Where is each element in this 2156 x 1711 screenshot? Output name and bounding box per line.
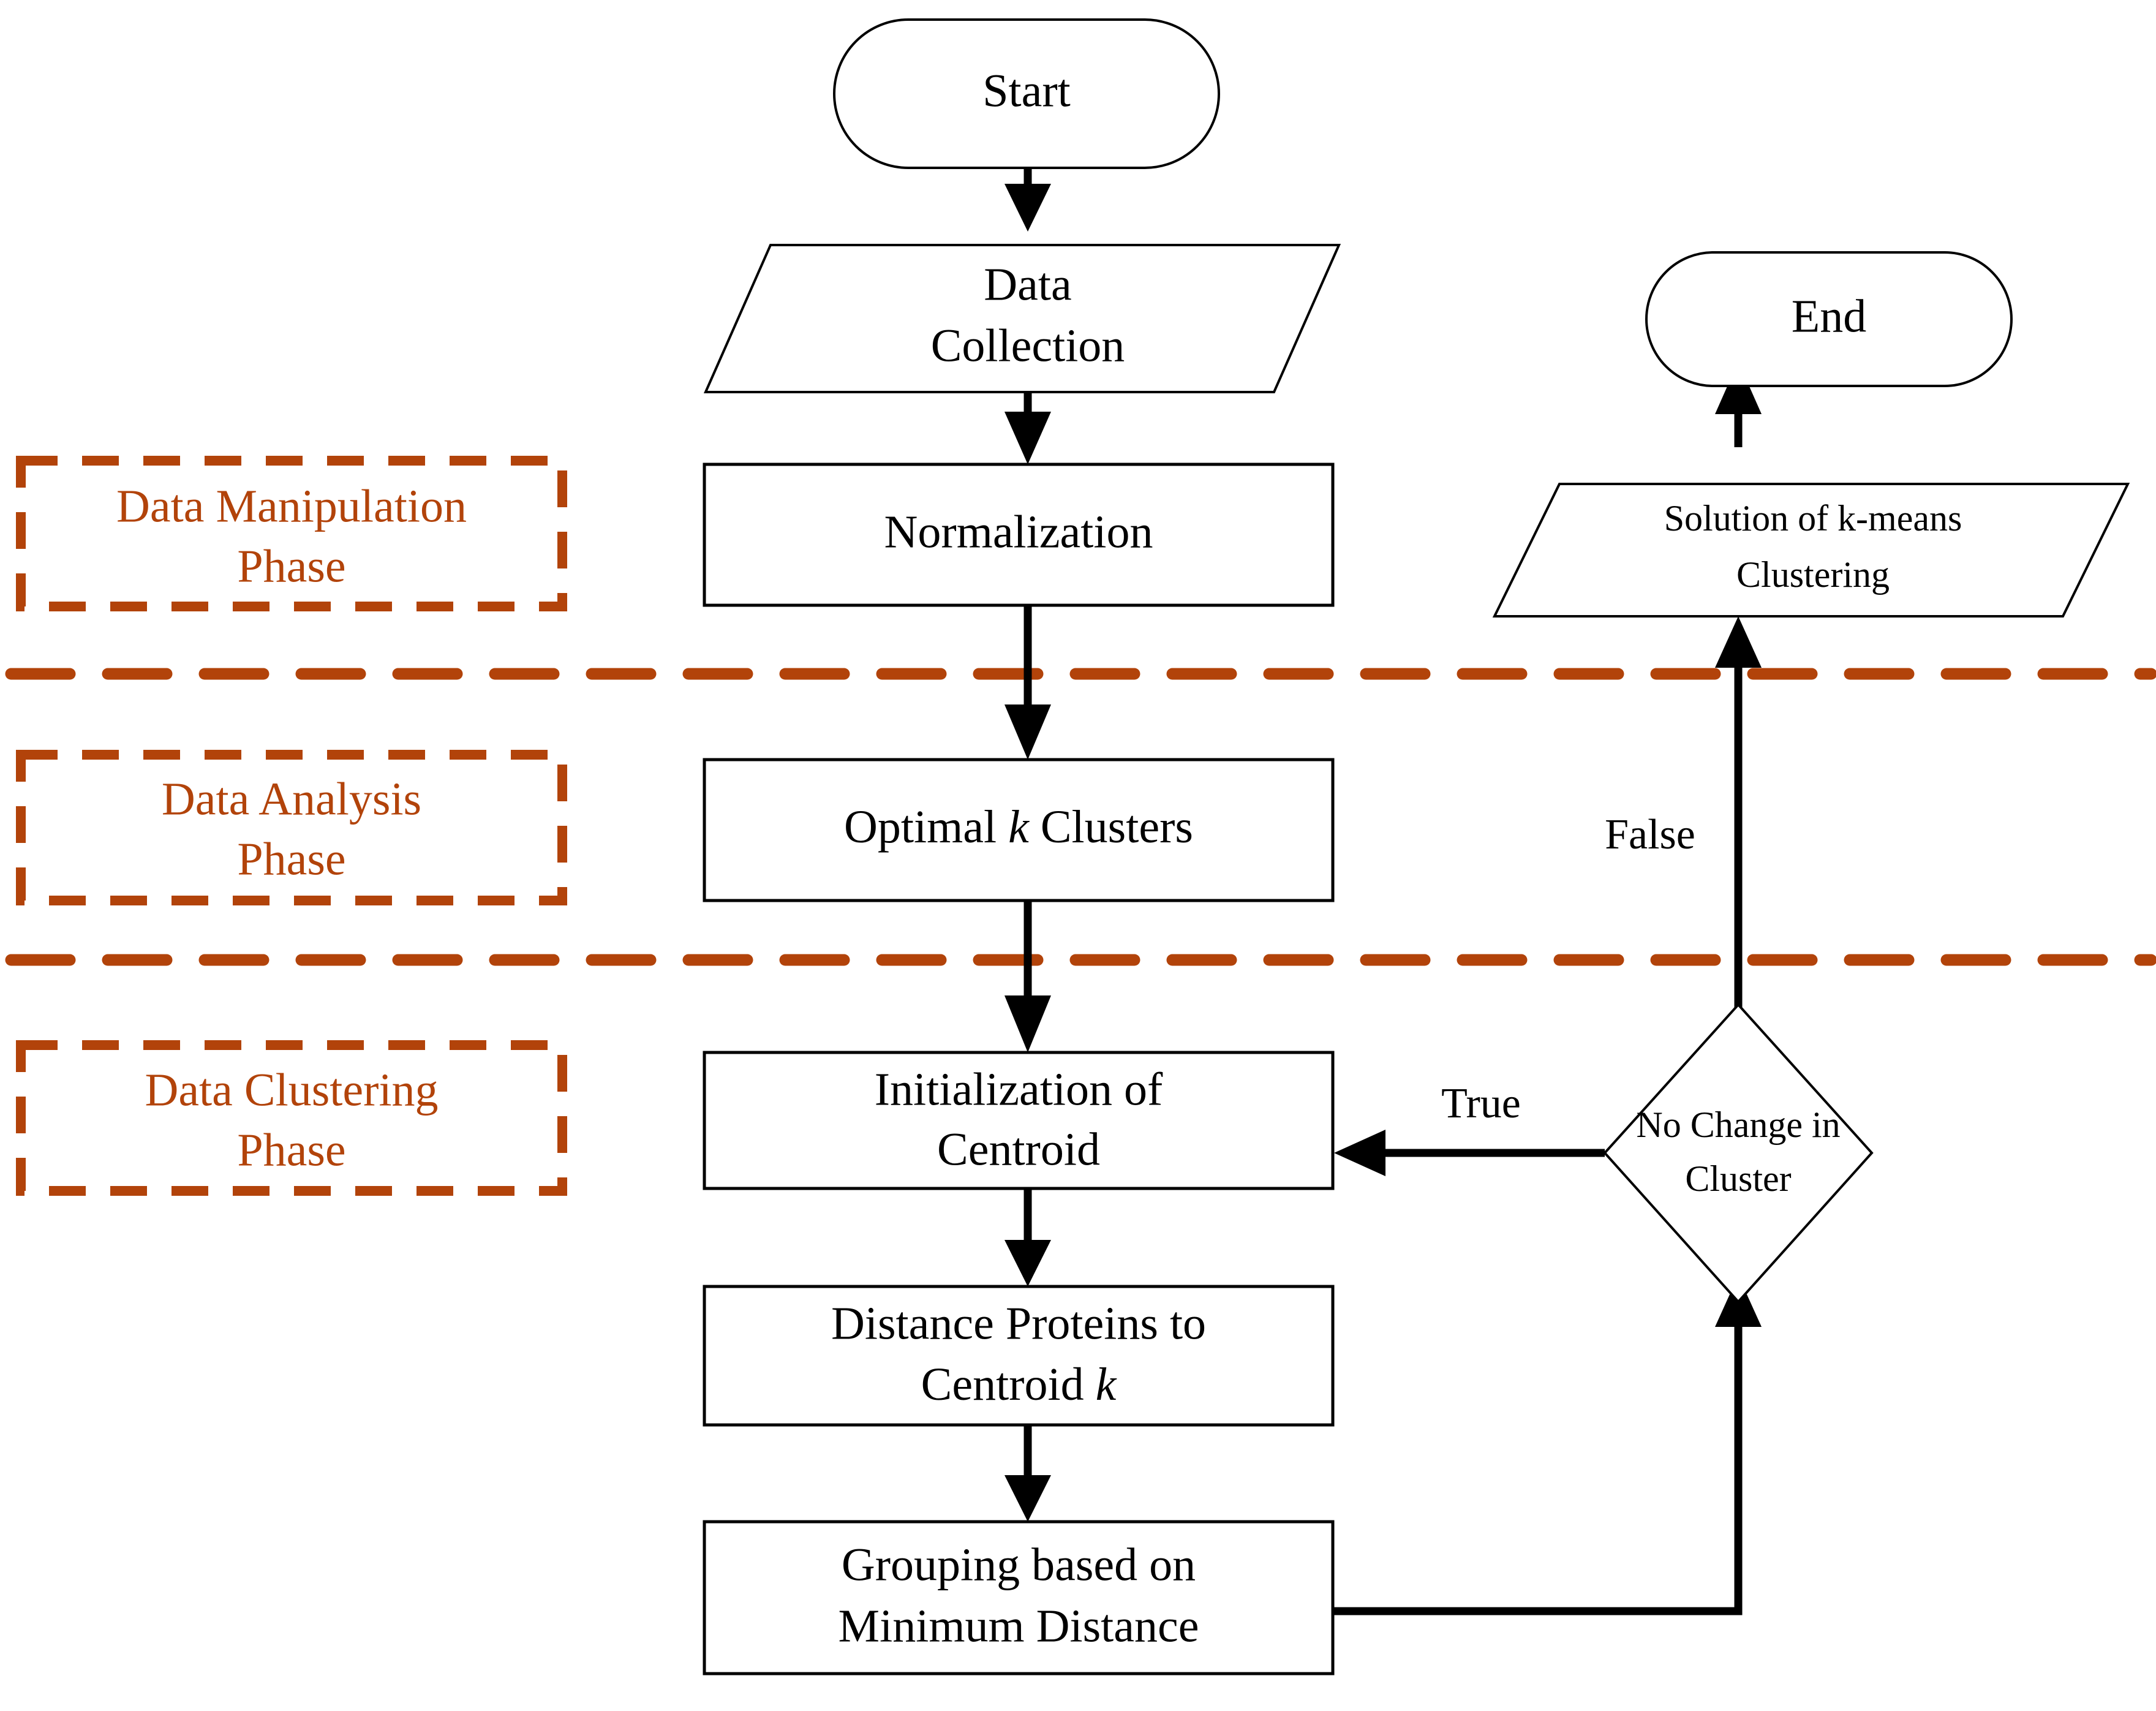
edge-start-to-data-collection (1005, 167, 1051, 232)
node-distance-proteins-label-line2: Centroid k (921, 1359, 1117, 1410)
node-grouping-label-line1: Grouping based on (842, 1539, 1196, 1590)
phase-label-clustering-line1: Data Clustering (145, 1064, 438, 1116)
node-grouping-shape (704, 1522, 1333, 1674)
node-start-shape (834, 20, 1219, 168)
node-start-label: Start (982, 65, 1071, 116)
edge-data-collection-to-normalization (1005, 392, 1051, 464)
optimal-k-post: Clusters (1029, 801, 1193, 853)
node-data-collection-label-line2: Collection (931, 320, 1125, 371)
phase-box-manipulation: Data Manipulation Phase (16, 456, 567, 611)
node-end-shape (1646, 252, 2011, 386)
phase-box-analysis: Data Analysis Phase (16, 750, 567, 905)
node-data-collection[interactable]: Data Collection (706, 245, 1339, 392)
edge-decision-true-to-init-centroid (1334, 1130, 1605, 1176)
node-optimal-k-clusters-label: Optimal k Clusters (844, 801, 1193, 853)
node-init-centroid-label-line2: Centroid (937, 1124, 1100, 1175)
node-data-collection-shape (706, 245, 1339, 392)
node-solution-shape (1494, 484, 2128, 616)
node-end[interactable]: End (1646, 252, 2011, 386)
edge-normalization-to-optimal-k (1005, 605, 1051, 760)
optimal-k-italic: k (1008, 801, 1030, 853)
optimal-k-pre: Optimal (844, 801, 1008, 853)
phase-box-outline-clustering (16, 1040, 567, 1196)
phase-label-manipulation-line2: Phase (237, 540, 345, 592)
node-normalization-shape (704, 464, 1333, 605)
node-distance-proteins-shape (704, 1286, 1333, 1425)
node-init-centroid-label-line1: Initialization of (875, 1063, 1163, 1115)
distance-line2-italic: k (1096, 1359, 1117, 1410)
node-end-label: End (1792, 290, 1866, 342)
phase-label-analysis-line2: Phase (237, 833, 345, 885)
phase-box-outline-analysis (16, 750, 567, 905)
node-solution-label-line2: Clustering (1736, 554, 1890, 595)
node-decision-label-line2: Cluster (1685, 1158, 1791, 1199)
edge-decision-false-to-solution (1715, 616, 1762, 1008)
node-grouping[interactable]: Grouping based on Minimum Distance (704, 1522, 1333, 1674)
phase-label-analysis-line1: Data Analysis (162, 773, 421, 825)
edge-grouping-to-decision (1333, 1275, 1762, 1615)
node-normalization-label: Normalization (884, 506, 1153, 557)
phase-box-clustering: Data Clustering Phase (16, 1040, 567, 1196)
node-solution[interactable]: Solution of k-means Clustering (1494, 484, 2128, 616)
node-optimal-k-clusters-shape (704, 760, 1333, 901)
node-solution-label-line1: Solution of k-means (1664, 498, 1962, 538)
edge-label-true: True (1441, 1080, 1521, 1127)
edge-label-false: False (1605, 811, 1695, 858)
edge-distance-to-grouping (1005, 1425, 1051, 1522)
node-init-centroid[interactable]: Initialization of Centroid (704, 1052, 1333, 1188)
phase-label-manipulation-line1: Data Manipulation (116, 480, 467, 532)
edge-init-centroid-to-distance (1005, 1188, 1051, 1286)
edge-optimal-k-to-init-centroid (1005, 901, 1051, 1052)
node-normalization[interactable]: Normalization (704, 464, 1333, 605)
node-optimal-k-clusters[interactable]: Optimal k Clusters (704, 760, 1333, 901)
node-grouping-label-line2: Minimum Distance (839, 1600, 1199, 1652)
node-data-collection-label-line1: Data (984, 259, 1071, 310)
node-distance-proteins-label-line1: Distance Proteins to (831, 1297, 1206, 1349)
phase-box-outline-manipulation (16, 456, 567, 611)
phase-label-clustering-line2: Phase (237, 1124, 345, 1176)
node-decision-shape (1605, 1005, 1872, 1302)
distance-line2-pre: Centroid (921, 1359, 1096, 1410)
node-distance-proteins[interactable]: Distance Proteins to Centroid k (704, 1286, 1333, 1425)
node-start[interactable]: Start (834, 20, 1219, 168)
node-decision-no-change[interactable]: No Change in Cluster (1605, 1005, 1872, 1302)
node-init-centroid-shape (704, 1052, 1333, 1188)
node-decision-label-line1: No Change in (1636, 1105, 1840, 1145)
edge-solution-to-end (1715, 361, 1762, 447)
